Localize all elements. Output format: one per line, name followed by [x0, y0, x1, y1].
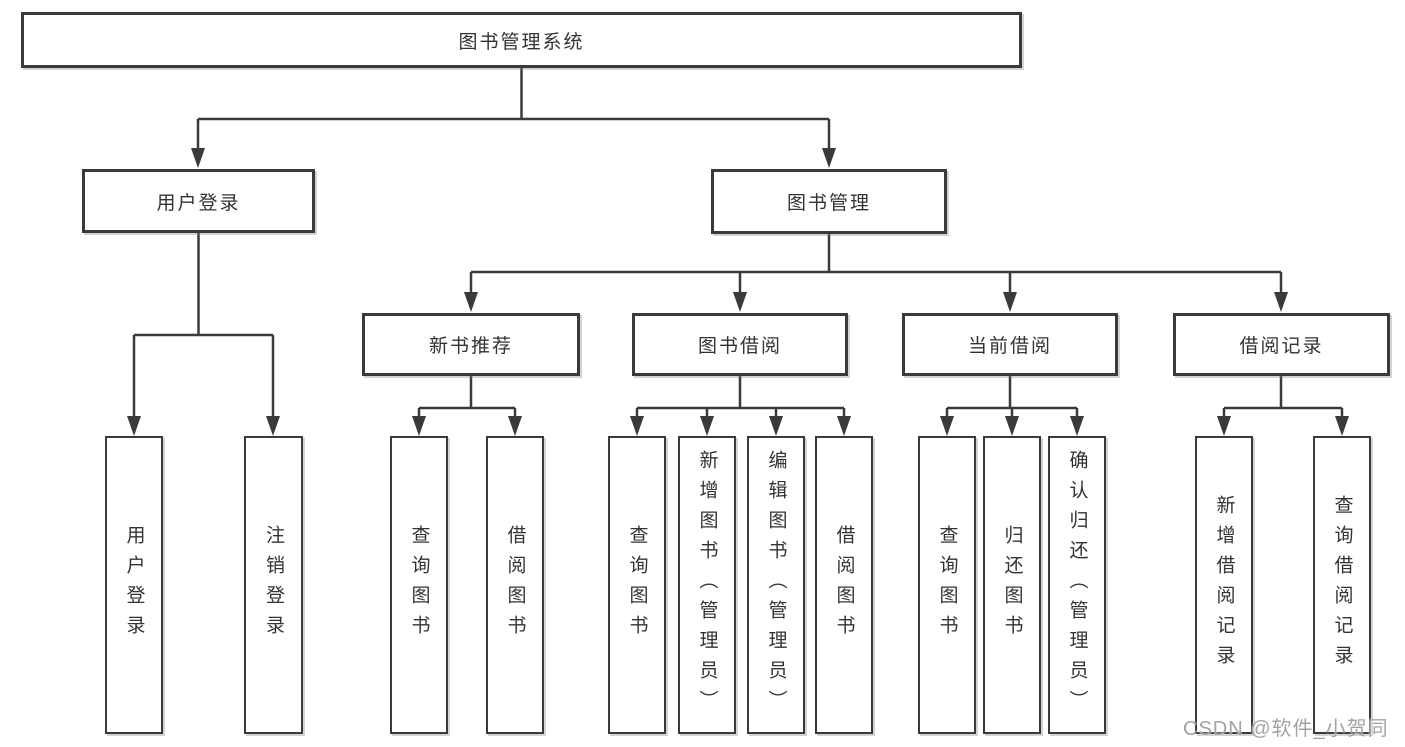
- node-new-book-recommend-label: 新书推荐: [428, 336, 513, 357]
- node-current-borrow: 当前借阅: [902, 313, 1118, 376]
- leaf-borrow-books-recommend: 借阅图书: [486, 436, 544, 734]
- node-borrow-records-label: 借阅记录: [1239, 336, 1324, 357]
- leaf-add-book-admin: 新增图书（管理员）: [678, 436, 736, 734]
- leaf-return-book-label: 归还图书: [1001, 525, 1023, 645]
- leaf-user-login: 用户登录: [105, 436, 163, 734]
- leaf-edit-book-admin-label: 编辑图书（管理员）: [765, 450, 787, 720]
- leaf-query-books-recommend: 查询图书: [390, 436, 448, 734]
- leaf-logout-label: 注销登录: [263, 525, 284, 645]
- leaf-confirm-return-admin-label: 确认归还（管理员）: [1066, 450, 1088, 720]
- leaf-logout: 注销登录: [244, 436, 303, 734]
- node-user-login-label: 用户登录: [156, 192, 241, 214]
- node-current-borrow-label: 当前借阅: [967, 336, 1052, 357]
- leaf-add-borrow-record: 新增借阅记录: [1195, 436, 1253, 734]
- leaf-add-book-admin-label: 新增图书（管理员）: [696, 450, 718, 720]
- leaf-query-books-recommend-label: 查询图书: [408, 525, 430, 645]
- leaf-borrow-books-label: 借阅图书: [833, 525, 855, 645]
- node-book-management: 图书管理: [711, 169, 947, 234]
- node-user-login: 用户登录: [82, 169, 315, 233]
- node-book-borrow: 图书借阅: [632, 313, 848, 376]
- leaf-query-borrow-record: 查询借阅记录: [1313, 436, 1371, 734]
- leaf-query-borrow-record-label: 查询借阅记录: [1331, 495, 1353, 675]
- node-library-system: 图书管理系统: [21, 12, 1022, 68]
- arrowheads: [127, 148, 1349, 436]
- watermark-text: CSDN @软件_小贺同学: [1183, 718, 1389, 740]
- node-book-borrow-label: 图书借阅: [697, 336, 782, 357]
- node-new-book-recommend: 新书推荐: [362, 313, 580, 376]
- leaf-query-books-borrow: 查询图书: [608, 436, 666, 734]
- leaf-user-login-label: 用户登录: [123, 525, 145, 645]
- leaf-borrow-books: 借阅图书: [815, 436, 873, 734]
- node-library-system-label: 图书管理系统: [458, 31, 585, 53]
- leaf-query-books-borrow-label: 查询图书: [626, 525, 648, 645]
- leaf-query-books-current-label: 查询图书: [936, 525, 958, 645]
- leaf-confirm-return-admin: 确认归还（管理员）: [1048, 436, 1106, 734]
- leaf-return-book: 归还图书: [983, 436, 1041, 734]
- leaf-edit-book-admin: 编辑图书（管理员）: [747, 436, 805, 734]
- leaf-add-borrow-record-label: 新增借阅记录: [1213, 495, 1235, 675]
- node-book-management-label: 图书管理: [786, 193, 871, 214]
- leaf-query-books-current: 查询图书: [918, 436, 976, 734]
- leaf-borrow-books-recommend-label: 借阅图书: [504, 525, 526, 645]
- node-borrow-records: 借阅记录: [1173, 313, 1390, 376]
